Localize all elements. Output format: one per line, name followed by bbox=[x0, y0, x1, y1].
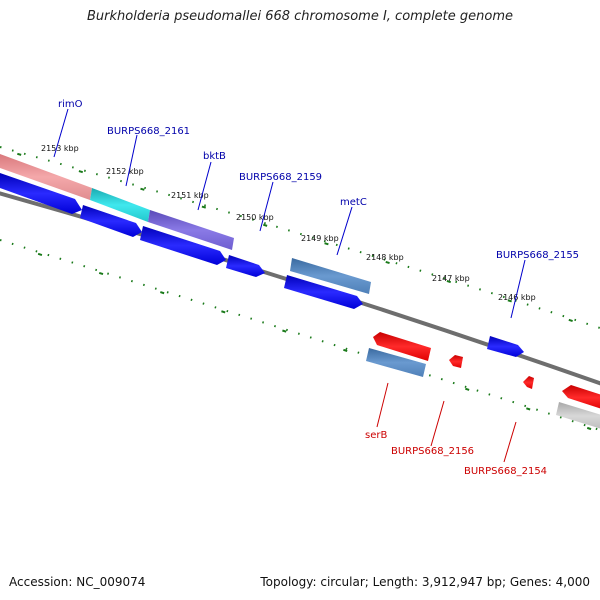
gene-BURPS668_2155[interactable] bbox=[487, 336, 524, 357]
label-BURPS668_2159[interactable]: BURPS668_2159 bbox=[239, 172, 322, 183]
svg-text:2149 kbp: 2149 kbp bbox=[301, 234, 339, 243]
scale-labels: 2153 kbp 2152 kbp 2151 kbp 2150 kbp 2149… bbox=[41, 144, 536, 302]
gene-BURPS668_2154[interactable] bbox=[523, 376, 534, 389]
label-bktB[interactable]: bktB bbox=[203, 151, 226, 162]
leader-BURPS668_2154 bbox=[503, 421, 517, 463]
scale-label-2150: 2150 kbp bbox=[236, 213, 274, 222]
gene-reverse-grey[interactable] bbox=[556, 402, 600, 430]
label-metC[interactable]: metC bbox=[340, 197, 367, 208]
gene-reverse-steel[interactable] bbox=[366, 348, 426, 377]
scale-label-2146: 2146 kbp bbox=[498, 293, 536, 302]
gene-fwd-2[interactable] bbox=[80, 205, 142, 237]
svg-text:2153 kbp: 2153 kbp bbox=[41, 144, 79, 153]
gene-bktB[interactable] bbox=[148, 210, 234, 250]
forward-gene-labels: rimO BURPS668_2161 bktB BURPS668_2159 me… bbox=[53, 99, 579, 319]
scale-label-2149: 2149 kbp bbox=[301, 234, 339, 243]
gene-BURPS668_2159[interactable] bbox=[226, 255, 265, 277]
forward-track-inner bbox=[0, 173, 524, 357]
svg-text:2148 kbp: 2148 kbp bbox=[366, 253, 404, 262]
svg-text:2151 kbp: 2151 kbp bbox=[171, 191, 209, 200]
gene-BURPS668_2161[interactable] bbox=[90, 188, 150, 222]
leader-bktB bbox=[197, 161, 212, 211]
svg-text:2152 kbp: 2152 kbp bbox=[106, 167, 144, 176]
inner-minor-ticks bbox=[0, 239, 600, 431]
leader-BURPS668_2161 bbox=[125, 134, 138, 187]
leader-metC bbox=[336, 206, 353, 256]
gene-fwd-5[interactable] bbox=[284, 275, 363, 309]
scale-label-2147: 2147 kbp bbox=[432, 274, 470, 283]
leader-BURPS668_2159 bbox=[259, 181, 274, 232]
leader-rimO bbox=[53, 108, 69, 158]
svg-text:2147 kbp: 2147 kbp bbox=[432, 274, 470, 283]
gene-fwd-1[interactable] bbox=[0, 173, 82, 214]
label-BURPS668_2154[interactable]: BURPS668_2154 bbox=[464, 466, 547, 477]
leader-BURPS668_2156 bbox=[430, 400, 445, 447]
label-rimO[interactable]: rimO bbox=[58, 99, 83, 110]
gene-reverse-edge[interactable] bbox=[562, 385, 600, 410]
gene-BURPS668_2156[interactable] bbox=[449, 355, 463, 368]
scale-label-2148: 2148 kbp bbox=[366, 253, 404, 262]
gene-rimO[interactable] bbox=[0, 154, 92, 200]
gene-fwd-3[interactable] bbox=[140, 226, 226, 265]
gene-serB[interactable] bbox=[373, 332, 431, 361]
label-BURPS668_2156[interactable]: BURPS668_2156 bbox=[391, 446, 474, 457]
label-serB[interactable]: serB bbox=[365, 430, 387, 441]
svg-text:2150 kbp: 2150 kbp bbox=[236, 213, 274, 222]
svg-text:2146 kbp: 2146 kbp bbox=[498, 293, 536, 302]
summary-text: Topology: circular; Length: 3,912,947 bp… bbox=[260, 575, 590, 589]
label-BURPS668_2161[interactable]: BURPS668_2161 bbox=[107, 126, 190, 137]
reverse-track bbox=[366, 332, 600, 430]
label-BURPS668_2155[interactable]: BURPS668_2155 bbox=[496, 250, 579, 261]
scale-label-2153: 2153 kbp bbox=[41, 144, 79, 153]
inner-tick-ring bbox=[0, 239, 600, 433]
scale-label-2152: 2152 kbp bbox=[106, 167, 144, 176]
leader-serB bbox=[376, 382, 389, 428]
map-title: Burkholderia pseudomallei 668 chromosome… bbox=[86, 9, 514, 24]
reverse-gene-labels: serB BURPS668_2156 BURPS668_2154 bbox=[365, 382, 547, 477]
gene-metC[interactable] bbox=[290, 258, 371, 294]
forward-track-outer bbox=[0, 154, 371, 294]
leader-BURPS668_2155 bbox=[510, 259, 526, 319]
scale-label-2151: 2151 kbp bbox=[171, 191, 209, 200]
accession-text: Accession: NC_009074 bbox=[9, 575, 146, 589]
